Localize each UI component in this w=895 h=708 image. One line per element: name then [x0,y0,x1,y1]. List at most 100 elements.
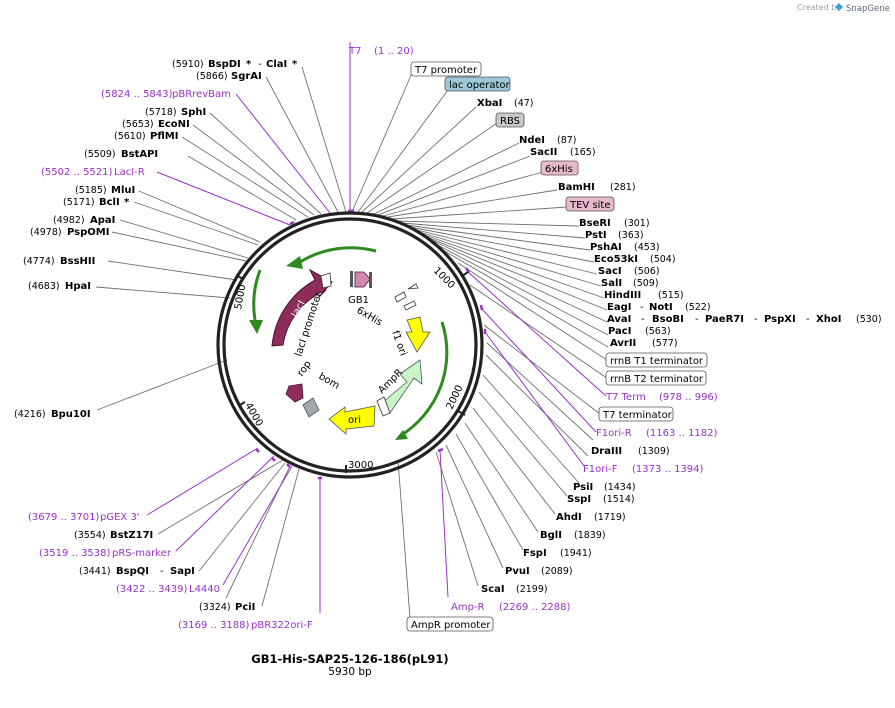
bstapi-pos: (5509) [84,149,116,160]
t7-primer-name: T7 [348,46,361,57]
clai-star: * [292,59,298,70]
draiii-pos: (1309) [638,446,670,457]
bcli-pos: (5171) [63,197,95,208]
t7-terminator-box [598,406,674,422]
pvui-pos: (2089) [541,566,573,577]
pshai-name: PshAI [590,242,622,253]
psti-name: PstI [585,230,607,241]
6xhis-box-label: 6xHis [545,164,573,175]
lac-operator-box [444,76,511,92]
l4440-name: L4440 [189,584,220,595]
eco53ki-pos: (504) [650,254,676,265]
plasmid-backbone [216,211,484,479]
feature-gb1[interactable] [350,271,372,288]
rop-label: rop [295,359,313,379]
feature-ampR[interactable] [382,359,423,414]
plasmid-title: GB1-His-SAP25-126-186(pL91) [251,652,448,666]
ampR-promoter-marker [376,396,391,417]
avai-sep-3: - [754,314,758,325]
bsshii-pos: (4774) [23,256,55,267]
plasmid-length: 5930 bp [328,666,372,678]
tick-label-3000: 3000 [348,460,373,471]
paci-name: PacI [608,326,631,337]
ndei-pos: (87) [557,135,577,146]
direction-arcs [252,246,449,438]
pgex3-name: pGEX 3' [100,512,140,523]
bspdi-name: BspDI [208,59,241,70]
econi-pos: (5653) [122,119,154,130]
amp-r-primer-name: Amp-R [451,602,485,613]
sphi-pos: (5718) [145,107,177,118]
xhoi-name: XhoI [816,314,841,325]
sspi-pos: (1514) [603,494,635,505]
bspqi-sapi-pos: (3441) [79,566,111,577]
pbr322ori-f-name: pBR322ori-F [251,620,313,631]
eagi-name: EagI [607,302,631,313]
pcii-name: PciI [235,602,255,613]
lacI-promoter-marker [320,272,332,289]
pspomi-name: PspOMI [67,227,109,238]
pbrrevbam-name: pBRrevBam [172,89,231,100]
eagi-noti-pos: (522) [685,302,711,313]
pvui-name: PvuI [505,566,530,577]
prs-marker-name: pRS-marker [112,548,172,559]
pspxi-name: PspXI [764,314,796,325]
f1ori-r-name: F1ori-R [596,428,632,439]
ndei-name: NdeI [519,135,545,146]
pbrrevbam-range: (5824 .. 5843) [101,89,173,100]
avai-sep-2: - [695,314,699,325]
rbs-box [495,112,525,128]
feature-ori[interactable] [328,405,376,435]
apai-pos: (4982) [53,215,85,226]
ori-label: ori [348,415,361,426]
xbai-name: XbaI [477,98,502,109]
fspi-name: FspI [523,548,547,559]
pshai-pos: (453) [634,242,660,253]
feature-rop[interactable] [285,383,304,403]
t7-primer-range: (1 .. 20) [374,46,414,57]
paci-pos: (563) [645,326,671,337]
saci-name: SacI [598,266,622,277]
apai-name: ApaI [90,215,115,226]
feature-bom[interactable] [302,397,320,418]
psii-pos: (1434) [604,482,636,493]
hindiii-pos: (515) [658,290,684,301]
bstz17i-name: BstZ17I [110,530,153,541]
sphi-name: SphI [181,107,206,118]
t7-term-name: T7 Term [605,392,646,403]
direction-arrowheads [249,256,408,440]
sali-pos: (509) [633,278,659,289]
ampr-promoter-label: AmpR promoter [411,620,491,631]
hpai-pos: (4683) [28,281,60,292]
feature-f1-ori[interactable] [405,316,431,353]
bpu10i-pos: (4216) [14,409,46,420]
rrnb-t1-label: rrnB T1 terminator [610,356,704,367]
psti-pos: (363) [618,230,644,241]
avrii-pos: (577) [652,338,678,349]
hpai-name: HpaI [65,281,91,292]
noti-name: NotI [649,302,673,313]
sapi-name: SapI [170,566,195,577]
saci-pos: (506) [634,266,660,277]
feature-lacI[interactable] [271,268,333,347]
xbai-pos: (47) [514,98,534,109]
laci-r-range: (5502 .. 5521) [41,167,113,178]
fspi-pos: (1941) [560,548,592,559]
created-by-text: Created by [797,3,841,12]
snapgene-logo-icon [835,3,843,11]
pflmi-pos: (5610) [114,131,146,142]
6xhis-label: 6xHis [355,305,385,328]
sali-name: SalI [601,278,622,289]
primer-markers [255,209,487,480]
bom-label: bom [317,371,342,392]
bspdi-clai-sep: - [258,59,262,70]
bamhi-name: BamHI [558,182,595,193]
t7-term-range: (978 .. 996) [659,392,718,403]
bspdi-clai-pos: (5910) [172,59,204,70]
leader-lines [95,66,609,619]
laci-r-name: LacI-R [114,167,145,178]
l4440-range: (3422 .. 3439) [116,584,188,595]
mlui-name: MluI [111,185,135,196]
sacii-pos: (165) [570,147,596,158]
